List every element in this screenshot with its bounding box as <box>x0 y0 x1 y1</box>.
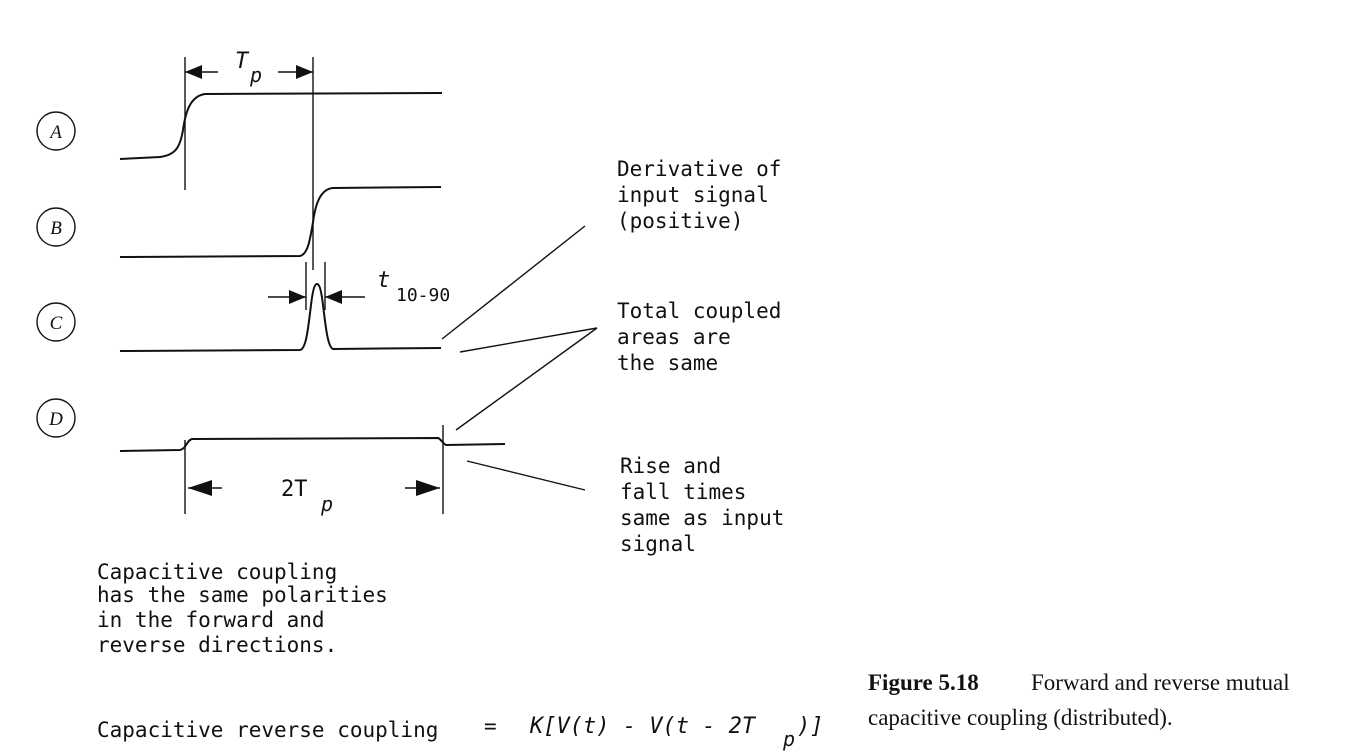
trace-label-a-text: A <box>48 122 62 143</box>
tp-label-main: T <box>235 49 250 74</box>
derivative-line-2: input signal <box>617 183 769 207</box>
coupled-line-3: the same <box>617 351 718 375</box>
two-tp-dimension: 2T p <box>188 477 440 516</box>
derivative-annotation: Derivative of input signal (positive) <box>617 157 781 233</box>
equation-formula-subscript: p <box>782 727 795 751</box>
caption-line-2: capacitive coupling (distributed). <box>868 705 1173 730</box>
waveform-c <box>119 282 442 352</box>
waveform-a <box>119 92 443 160</box>
capacitive-note-line-3: in the forward and <box>97 608 325 632</box>
figure-caption: Figure 5.18 Forward and reverse mutual c… <box>868 670 1290 730</box>
capacitive-note: Capacitive coupling has the same polarit… <box>97 560 388 657</box>
rise-fall-line-1: Rise and <box>620 454 721 478</box>
caption-number: Figure 5.18 <box>868 670 979 695</box>
waveform-b <box>119 186 442 258</box>
trace-label-c-text: C <box>50 313 63 334</box>
equation-equals: = <box>484 714 497 738</box>
capacitive-note-line-1: Capacitive coupling <box>97 560 337 584</box>
coupled-leader-line-upper <box>459 327 598 353</box>
coupled-leader-line-lower <box>455 327 598 431</box>
tp-dimension: T p <box>185 49 313 87</box>
rise-fall-line-3: same as input <box>620 506 784 530</box>
coupled-annotation: Total coupled areas are the same <box>617 299 781 375</box>
trace-label-d: D <box>36 398 76 438</box>
waveform-d <box>119 436 506 452</box>
rise-fall-annotation: Rise and fall times same as input signal <box>620 454 784 556</box>
trace-label-a: A <box>36 111 76 151</box>
rise-fall-leader-line <box>466 460 586 491</box>
rise-fall-line-2: fall times <box>620 480 746 504</box>
rise-fall-line-4: signal <box>620 532 696 556</box>
tp-label-sub: p <box>249 63 262 87</box>
t1090-label-main: t <box>377 268 390 293</box>
derivative-line-3: (positive) <box>617 209 743 233</box>
t1090-label-sub: 10-90 <box>396 285 450 306</box>
reverse-coupling-equation: Capacitive reverse coupling = K[V(t) - V… <box>97 714 824 751</box>
equation-formula-end: )] <box>797 714 824 739</box>
two-tp-label-sub: p <box>320 492 333 516</box>
derivative-leader-line <box>441 225 586 340</box>
capacitive-note-line-4: reverse directions. <box>97 633 337 657</box>
derivative-line-1: Derivative of <box>617 157 781 181</box>
trace-label-b: B <box>36 207 76 247</box>
trace-label-b-text: B <box>50 218 62 239</box>
capacitive-note-line-2: has the same polarities <box>97 583 388 607</box>
equation-label: Capacitive reverse coupling <box>97 718 438 742</box>
caption-line-1: Forward and reverse mutual <box>1031 670 1290 695</box>
coupled-line-2: areas are <box>617 325 731 349</box>
equation-formula: K[V(t) - V(t - 2T <box>529 714 757 739</box>
two-tp-label-main: 2T <box>281 477 308 502</box>
trace-label-d-text: D <box>48 409 63 430</box>
trace-label-c: C <box>36 302 76 342</box>
coupled-line-1: Total coupled <box>617 299 781 323</box>
t1090-dimension: t 10-90 <box>268 268 450 306</box>
